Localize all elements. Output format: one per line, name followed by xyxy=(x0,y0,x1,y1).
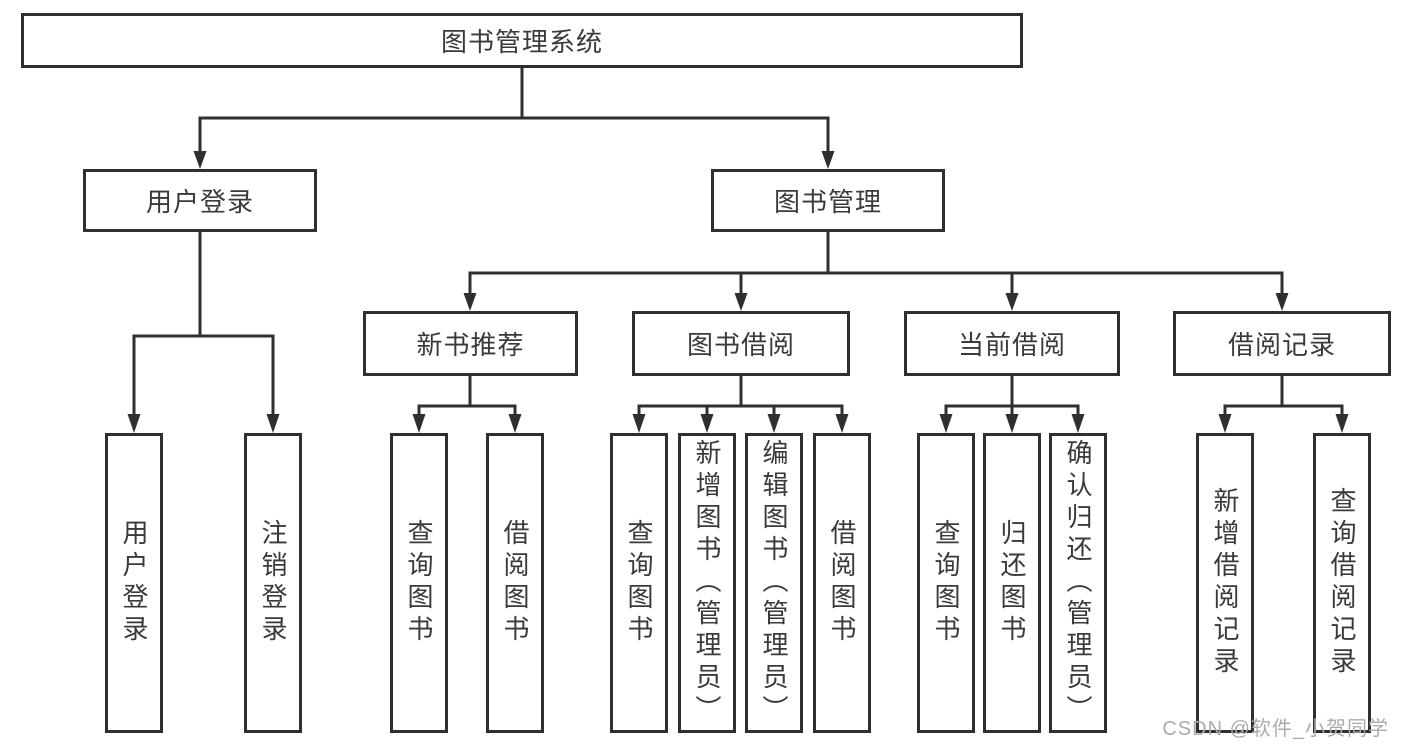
node-user-login: 用户登录 xyxy=(83,169,317,232)
arrow-down-icon xyxy=(266,414,280,433)
leaf-query-books-current: 查询图书 xyxy=(917,433,975,733)
node-label: 借阅图书 xyxy=(500,519,530,647)
node-library-management-system: 图书管理系统 xyxy=(21,13,1023,68)
node-label: 图书管理系统 xyxy=(440,27,603,57)
arrow-down-icon xyxy=(632,414,646,433)
arrow-down-icon xyxy=(767,414,781,433)
connector-borrow-records-to-leaves xyxy=(1218,376,1349,433)
arrow-down-icon xyxy=(127,414,141,433)
leaf-add-borrow-record: 新增借阅记录 xyxy=(1196,433,1254,733)
connector-root-to-level2 xyxy=(193,68,835,169)
arrow-down-icon xyxy=(1275,293,1289,311)
arrow-down-icon xyxy=(508,414,522,433)
leaf-query-books-recommend: 查询图书 xyxy=(390,433,448,733)
leaf-user-login: 用户登录 xyxy=(105,433,163,733)
arrow-down-icon xyxy=(463,293,477,311)
arrow-down-icon xyxy=(1005,414,1019,433)
arrow-down-icon xyxy=(939,414,953,433)
node-label: 确认归还（管理员） xyxy=(1063,439,1093,727)
node-label: 用户登录 xyxy=(119,519,149,647)
arrow-down-icon xyxy=(1335,414,1349,433)
node-label: 借阅记录 xyxy=(1227,330,1336,360)
node-label: 新增图书（管理员） xyxy=(692,439,722,727)
connector-new-book-to-leaves xyxy=(412,376,522,433)
node-label: 新书推荐 xyxy=(416,330,525,360)
leaf-edit-book-admin: 编辑图书（管理员） xyxy=(745,433,803,733)
arrow-down-icon xyxy=(835,414,849,433)
node-label: 查询图书 xyxy=(931,519,961,647)
leaf-return-books: 归还图书 xyxy=(983,433,1041,733)
arrow-down-icon xyxy=(1005,293,1019,311)
arrow-down-icon xyxy=(1218,414,1232,433)
leaf-confirm-return-admin: 确认归还（管理员） xyxy=(1049,433,1107,733)
leaf-borrow-books-recommend: 借阅图书 xyxy=(486,433,544,733)
node-label: 查询借阅记录 xyxy=(1327,487,1357,679)
arrow-down-icon xyxy=(700,414,714,433)
node-book-management: 图书管理 xyxy=(711,169,945,232)
arrow-down-icon xyxy=(734,293,748,311)
node-label: 用户登录 xyxy=(145,187,254,217)
node-label: 编辑图书（管理员） xyxy=(759,439,789,727)
leaf-add-book-admin: 新增图书（管理员） xyxy=(678,433,736,733)
leaf-query-borrow-record: 查询借阅记录 xyxy=(1313,433,1371,733)
node-label: 归还图书 xyxy=(997,519,1027,647)
arrow-down-icon xyxy=(193,151,207,169)
node-borrow-records: 借阅记录 xyxy=(1173,311,1391,376)
node-label: 图书管理 xyxy=(773,187,882,217)
node-label: 注销登录 xyxy=(258,519,288,647)
leaf-logout: 注销登录 xyxy=(244,433,302,733)
leaf-borrow-books-borrow: 借阅图书 xyxy=(813,433,871,733)
node-label: 图书借阅 xyxy=(686,330,795,360)
node-label: 当前借阅 xyxy=(957,330,1066,360)
node-book-borrow: 图书借阅 xyxy=(632,311,850,376)
connector-user-login-to-leaves xyxy=(127,231,280,433)
node-label: 查询图书 xyxy=(624,519,654,647)
connector-book-management-to-level3 xyxy=(463,232,1289,311)
node-current-borrow: 当前借阅 xyxy=(904,311,1120,376)
node-label: 查询图书 xyxy=(404,519,434,647)
node-new-book-recommend: 新书推荐 xyxy=(363,311,578,376)
csdn-watermark: CSDN @软件_小贺同学 xyxy=(1162,718,1389,740)
node-label: 新增借阅记录 xyxy=(1210,487,1240,679)
connector-book-borrow-to-leaves xyxy=(632,376,849,433)
leaf-query-books-borrow: 查询图书 xyxy=(610,433,668,733)
arrow-down-icon xyxy=(821,151,835,169)
arrow-down-icon xyxy=(412,414,426,433)
arrow-down-icon xyxy=(1071,414,1085,433)
connector-current-borrow-to-leaves xyxy=(939,376,1085,433)
node-label: 借阅图书 xyxy=(827,519,857,647)
